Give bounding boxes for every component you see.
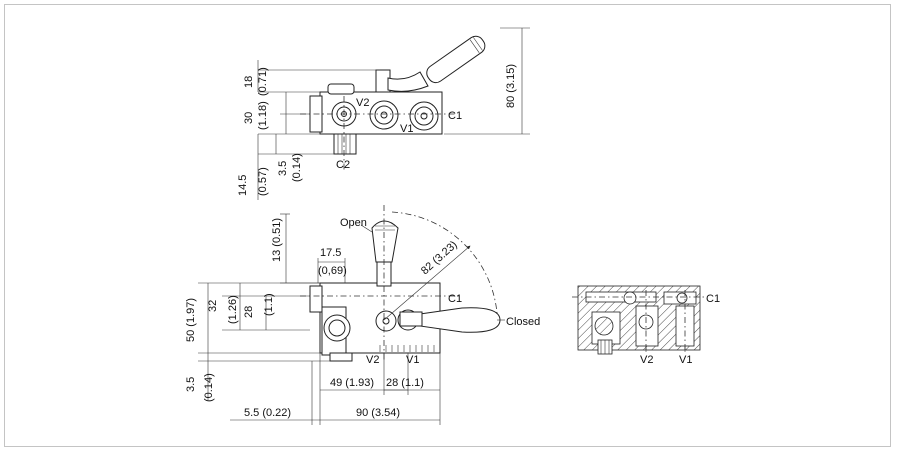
dim-80: 80 (3.15): [505, 64, 517, 108]
top-handle: [426, 35, 486, 84]
dim-0-71: (0.71): [257, 67, 269, 96]
dim-0-14-front: (0.14): [203, 373, 215, 402]
front-ticks: [379, 345, 435, 352]
dim-17-5: 17.5: [320, 247, 341, 259]
dim-82: 82 (3.23): [419, 239, 460, 277]
drawing-frame: [4, 4, 891, 447]
dim-49: 49 (1.93): [330, 377, 374, 389]
dim-13: 13 (0.51): [271, 218, 283, 262]
dim-0-69: (0,69): [318, 265, 347, 277]
dim-32: 32: [207, 300, 219, 312]
section-label-c1: C1: [706, 293, 720, 305]
top-label-v1: V1: [400, 123, 413, 135]
dim-28-horizontal: 28 (1.1): [386, 377, 424, 389]
dim-28-vertical: 28: [243, 306, 255, 318]
top-label-v2: V2: [356, 97, 369, 109]
top-label-c1: C1: [448, 110, 462, 122]
dim-50: 50 (1.97): [185, 298, 197, 342]
dim-18: 18: [243, 76, 255, 88]
section-view: [572, 285, 705, 355]
dim-14-5: 14.5: [237, 175, 249, 196]
dim-1-26: (1.26): [227, 295, 239, 324]
dim-0-57: (0.57): [257, 167, 269, 196]
top-knob: [327, 83, 355, 95]
dim-90: 90 (3.54): [356, 407, 400, 419]
top-view: [257, 27, 530, 200]
dim-1-18: (1.18): [257, 101, 269, 130]
front-handle-open: [371, 220, 399, 263]
top-label-c2: C2: [336, 159, 350, 171]
top-c2-fitting: [333, 133, 357, 155]
label-closed: Closed: [506, 316, 540, 328]
label-open: Open: [340, 217, 367, 229]
dim-3-5-front: 3.5: [185, 377, 197, 392]
front-label-c1: C1: [448, 293, 462, 305]
swing-arc: [391, 211, 498, 314]
dim-30: 30: [243, 112, 255, 124]
section-label-v2: V2: [640, 354, 653, 366]
front-view: [198, 205, 505, 425]
front-c2-fitting: [329, 352, 353, 362]
dim-3-5-top: 3.5: [277, 161, 289, 176]
top-lever-arm: [387, 71, 429, 92]
front-side-plate: [309, 285, 323, 313]
dim-0-14-top: (0.14): [291, 153, 303, 182]
dim-1-1-vertical: (1.1): [263, 293, 275, 316]
front-label-v2: V2: [366, 354, 379, 366]
dim-5-5: 5.5 (0.22): [244, 407, 291, 419]
section-label-v1: V1: [679, 354, 692, 366]
front-label-v1: V1: [406, 354, 419, 366]
